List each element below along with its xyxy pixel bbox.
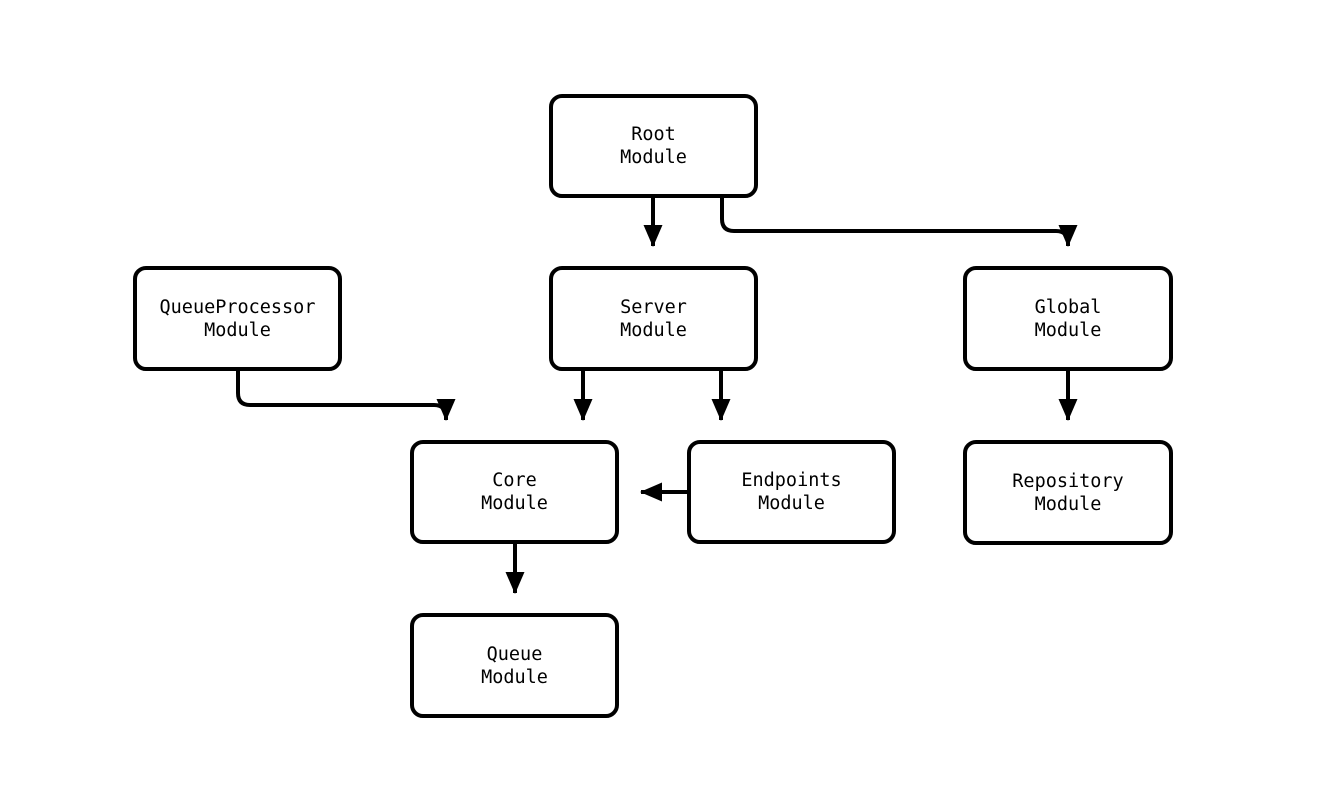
edge-root-global [720, 198, 1078, 247]
node-root-module-label: Root Module [620, 124, 687, 168]
node-repository-module[interactable]: Repository Module [963, 440, 1173, 545]
node-queueprocessor-module-label: QueueProcessor Module [159, 296, 316, 341]
edge-queueprocessor-core [236, 371, 456, 421]
node-global-module[interactable]: Global Module [963, 266, 1173, 371]
node-repository-module-label: Repository Module [1012, 470, 1124, 515]
node-server-module[interactable]: Server Module [549, 266, 758, 371]
node-core-module-label: Core Module [481, 470, 548, 514]
node-queueprocessor-module[interactable]: QueueProcessor Module [133, 266, 342, 371]
node-queue-module-label: Queue Module [481, 643, 548, 688]
node-global-module-label: Global Module [1034, 296, 1102, 341]
node-queue-module[interactable]: Queue Module [410, 613, 619, 718]
node-root-module[interactable]: Root Module [549, 94, 758, 198]
node-endpoints-module-label: Endpoints Module [741, 470, 842, 514]
node-server-module-label: Server Module [620, 296, 687, 341]
node-endpoints-module[interactable]: Endpoints Module [687, 440, 896, 544]
node-core-module[interactable]: Core Module [410, 440, 619, 544]
